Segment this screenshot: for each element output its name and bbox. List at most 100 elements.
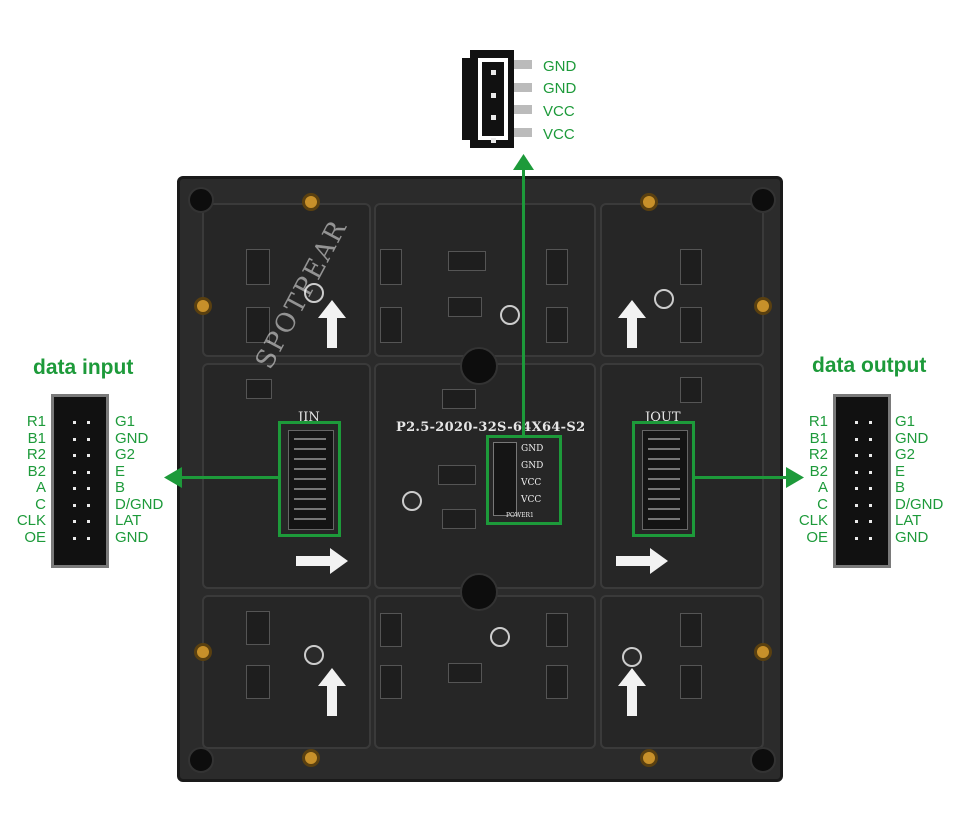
brass-screw	[302, 193, 320, 211]
power-pin-label-4: VCC	[543, 126, 575, 143]
header-pin	[855, 470, 858, 474]
input-pin-label: E	[115, 462, 126, 480]
output-pin-label: D/GND	[895, 495, 944, 513]
header-pin	[855, 421, 858, 424]
mounting-hole	[460, 573, 498, 611]
input-pin-label: B	[115, 479, 126, 496]
header-pin	[73, 520, 76, 523]
header-pin	[87, 421, 90, 424]
power-arrow-line	[522, 166, 525, 436]
data-output-connector	[833, 394, 891, 568]
header-pin	[855, 520, 858, 523]
capacitor	[500, 305, 520, 325]
header-pin	[869, 470, 872, 474]
right-arrow-icon	[296, 548, 348, 574]
header-pin	[855, 536, 858, 540]
mounting-hole	[460, 347, 498, 385]
output-pin-label: A	[817, 479, 828, 496]
board-power-silk-2: GND	[521, 461, 544, 471]
mounting-hole	[188, 187, 214, 213]
brass-screw	[754, 643, 772, 661]
ic-chip	[448, 663, 482, 683]
header-pin	[869, 487, 872, 490]
ic-chip	[680, 249, 702, 285]
capacitor	[402, 491, 422, 511]
output-pin-label: LAT	[895, 512, 922, 529]
header-pin	[855, 487, 858, 490]
output-pin-label: B1	[809, 429, 828, 447]
ic-chip	[246, 611, 270, 645]
output-pin-label: B	[895, 479, 906, 496]
output-pin-label: E	[895, 462, 906, 480]
input-pin-label: A	[35, 479, 46, 496]
board-power-silk-4: VCC	[521, 495, 542, 505]
input-pin-label: GND	[115, 528, 149, 546]
mounting-hole	[188, 747, 214, 773]
header-pin	[869, 520, 872, 523]
input-pin-label: G2	[115, 446, 136, 463]
ic-chip	[442, 509, 476, 529]
brass-screw	[640, 193, 658, 211]
header-pin	[73, 536, 76, 540]
board-power-silk-1: GND	[521, 444, 544, 454]
panel-cell	[202, 595, 371, 749]
panel-cell	[202, 203, 371, 357]
header-pin	[87, 487, 90, 490]
ic-chip	[246, 249, 270, 285]
input-pin-label: G1	[115, 413, 136, 430]
output-pin-label: OE	[806, 528, 828, 546]
power-highlight-box	[486, 435, 562, 525]
jin-pins	[294, 438, 326, 520]
ic-chip	[442, 389, 476, 409]
output-pin-label: G1	[895, 413, 916, 430]
data-input-title: data input	[33, 356, 134, 379]
input-arrow-head-icon	[164, 467, 182, 488]
power-arrow-head-icon	[513, 154, 534, 170]
jout-pins	[648, 438, 680, 520]
up-arrow-icon	[318, 668, 346, 716]
input-pin-label: OE	[24, 528, 46, 546]
header-pin	[73, 421, 76, 424]
output-pin-label: CLK	[798, 512, 828, 529]
board-power-caption: POWER1	[506, 512, 534, 519]
right-arrow-icon	[616, 548, 668, 574]
brass-screw	[194, 297, 212, 315]
ic-chip	[546, 307, 568, 343]
header-pin	[87, 454, 90, 457]
ic-chip	[680, 307, 702, 343]
input-pin-label: CLK	[16, 512, 46, 529]
ic-chip	[546, 665, 568, 699]
header-pin	[855, 454, 858, 457]
mounting-hole	[750, 187, 776, 213]
capacitor	[654, 289, 674, 309]
header-pin	[87, 503, 90, 507]
ic-chip	[680, 377, 702, 403]
output-pin-label: GND	[895, 528, 929, 546]
ic-chip	[680, 613, 702, 647]
board-power-silk-3: VCC	[521, 478, 542, 488]
panel-cell	[374, 363, 596, 589]
ic-chip	[438, 465, 476, 485]
ic-chip	[246, 307, 270, 343]
jin-highlight-box	[278, 421, 341, 537]
data-output-title: data output	[812, 354, 927, 377]
ic-chip	[380, 307, 402, 343]
output-pin-label: B2	[809, 462, 828, 480]
mounting-hole	[750, 747, 776, 773]
input-arrow-line	[180, 476, 280, 479]
ic-chip	[448, 297, 482, 317]
output-pin-label: R1	[808, 413, 828, 430]
ic-chip	[380, 665, 402, 699]
input-pin-label: GND	[115, 429, 149, 447]
data-input-connector	[51, 394, 109, 568]
up-arrow-icon	[318, 300, 346, 348]
up-arrow-icon	[618, 300, 646, 348]
input-pin-label: R2	[26, 446, 46, 463]
brass-screw	[754, 297, 772, 315]
ic-chip	[246, 665, 270, 699]
power-pin-label-2: GND	[543, 80, 577, 97]
output-pin-label: R2	[808, 446, 828, 463]
output-pin-label: GND	[895, 429, 929, 447]
header-pin	[73, 437, 76, 441]
header-pin	[869, 503, 872, 507]
